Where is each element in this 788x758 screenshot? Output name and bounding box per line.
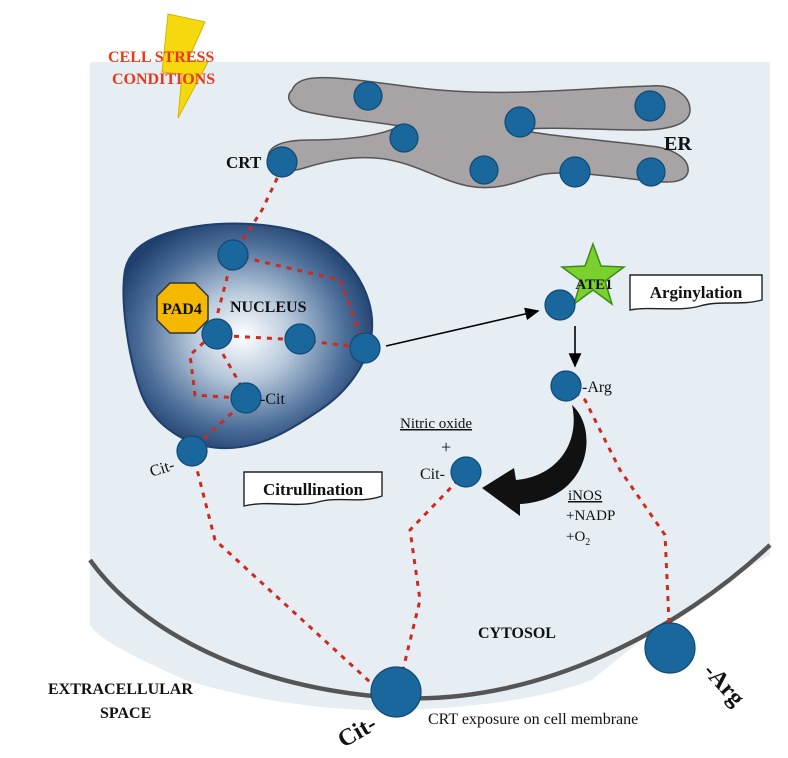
crt-label: CRT xyxy=(226,153,262,172)
stress-label-line1: CELL STRESS xyxy=(108,49,214,66)
crt-circle-er-3 xyxy=(504,106,536,138)
o2-label: +O2 xyxy=(566,529,590,548)
cit-nucleus-label: -Cit xyxy=(260,391,285,408)
crt-circle-nucleus-1 xyxy=(217,239,249,271)
crt-circle-ate1 xyxy=(544,289,576,321)
cit-no-label: Cit- xyxy=(420,466,445,483)
arginylation-label: Arginylation xyxy=(650,283,743,302)
extracellular-label-line1: EXTRACELLULAR xyxy=(48,681,193,698)
nadp-label: +NADP xyxy=(566,508,615,524)
crt-circle-er-1 xyxy=(353,81,383,111)
o2-prefix: +O xyxy=(566,529,585,545)
nucleus-label: NUCLEUS xyxy=(230,299,307,316)
crt-circle-er-5 xyxy=(469,155,499,185)
crt-circle-membrane-arg xyxy=(644,622,696,674)
crt-circle-cit-no xyxy=(450,456,482,488)
crt-circle-nucleus-4 xyxy=(349,332,381,364)
ate1-star-icon xyxy=(559,241,627,306)
crt-exposure-label: CRT exposure on cell membrane xyxy=(428,711,638,728)
o2-subscript: 2 xyxy=(585,537,590,548)
membrane-arg-label: -Arg xyxy=(698,658,749,711)
plus-label: + xyxy=(441,437,451,457)
crt-circle-arg xyxy=(550,370,582,402)
pad4-enzyme-icon xyxy=(156,282,209,334)
arginylation-callout: Arginylation xyxy=(629,274,763,311)
cytosol-label: CYTOSOL xyxy=(478,625,556,642)
crt-circle-nucleus-3 xyxy=(284,323,316,355)
ate1-label: ATE1 xyxy=(575,277,612,293)
citrullination-callout: Citrullination xyxy=(243,471,383,507)
crt-proteins xyxy=(176,81,696,718)
crt-circle-er-crt xyxy=(266,146,298,178)
nitric-oxide-label: Nitric oxide xyxy=(400,416,472,432)
crt-circle-nucleus-2 xyxy=(201,318,233,350)
inos-label: iNOS xyxy=(568,488,602,504)
stress-label-line2: CONDITIONS xyxy=(112,71,215,88)
translocation-arrow xyxy=(385,307,540,347)
crt-circle-membrane-cit xyxy=(370,666,422,718)
extracellular-label-line2: SPACE xyxy=(100,705,151,722)
pad4-label: PAD4 xyxy=(162,301,202,318)
crt-circle-cit-left xyxy=(176,435,208,467)
cit-left-label: Cit- xyxy=(148,457,177,481)
crt-circle-er-4 xyxy=(634,90,666,122)
er-label: ER xyxy=(664,133,692,155)
crt-circle-er-2 xyxy=(389,123,419,153)
crt-circle-er-6 xyxy=(559,156,591,188)
crt-circle-cit-nucleus xyxy=(230,382,262,414)
lightning-bolt-icon xyxy=(161,13,209,119)
membrane-cit-label: Cit- xyxy=(334,711,382,754)
arg-label: -Arg xyxy=(582,379,612,396)
inos-curved-arrow xyxy=(482,405,587,516)
crt-circle-er-7 xyxy=(636,157,666,187)
citrullination-label: Citrullination xyxy=(263,480,364,499)
